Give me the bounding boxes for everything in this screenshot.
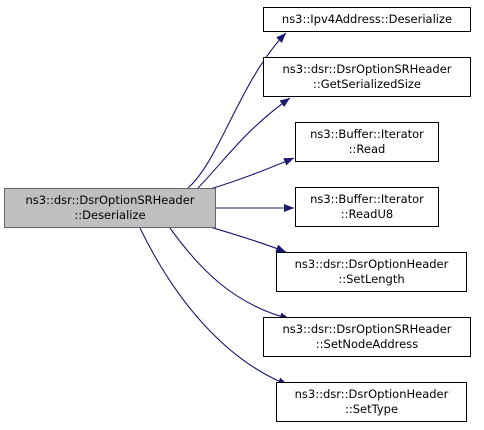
node-buffer-iterator-read[interactable]: ns3::Buffer::Iterator ::Read	[295, 122, 439, 162]
node-buffer-iterator-readu8[interactable]: ns3::Buffer::Iterator ::ReadU8	[295, 187, 439, 227]
call-edge-buffer-read	[209, 157, 295, 190]
node-label-line-1: ns3::Ipv4Address::Deserialize	[281, 12, 453, 26]
call-edge-set-type	[139, 227, 289, 386]
call-edge-ipv4-deserialize	[187, 32, 287, 189]
node-label-line-2: ::SetType	[344, 402, 399, 416]
node-dsroptionsrheader-getserializedsize[interactable]: ns3::dsr::DsrOptionSRHeader ::GetSeriali…	[263, 57, 471, 97]
node-ipv4address-deserialize[interactable]: ns3::Ipv4Address::Deserialize	[263, 7, 471, 32]
call-edge-get-serialized-size	[197, 97, 291, 189]
node-label-line-1: ns3::Buffer::Iterator	[310, 127, 424, 141]
call-edge-set-node-address	[169, 227, 291, 321]
node-label-line-1: ns3::Buffer::Iterator	[310, 192, 424, 206]
node-label-line-1: ns3::dsr::DsrOptionSRHeader	[282, 322, 452, 336]
node-label-line-1: ns3::dsr::DsrOptionHeader	[294, 257, 449, 271]
node-dsroptionsrheader-setnodeaddress[interactable]: ns3::dsr::DsrOptionSRHeader ::SetNodeAdd…	[263, 317, 471, 357]
node-label-line-2: ::Read	[348, 142, 386, 156]
node-dsroptionheader-setlength[interactable]: ns3::dsr::DsrOptionHeader ::SetLength	[276, 252, 467, 292]
node-label-line-2: ::SetNodeAddress	[315, 337, 419, 351]
node-label-line-2: ::Deserialize	[74, 208, 146, 222]
node-label-line-1: ns3::dsr::DsrOptionSRHeader	[25, 193, 195, 207]
node-dsroptionsrheader-deserialize[interactable]: ns3::dsr::DsrOptionSRHeader ::Deserializ…	[4, 188, 216, 228]
node-dsroptionheader-settype[interactable]: ns3::dsr::DsrOptionHeader ::SetType	[276, 382, 467, 422]
node-label-line-1: ns3::dsr::DsrOptionHeader	[294, 387, 449, 401]
call-edge-set-length	[209, 226, 287, 253]
node-label-line-2: ::SetLength	[338, 272, 405, 286]
node-label-line-2: ::ReadU8	[340, 207, 394, 221]
node-label-line-2: ::GetSerializedSize	[313, 77, 421, 91]
node-label-line-1: ns3::dsr::DsrOptionSRHeader	[282, 62, 452, 76]
